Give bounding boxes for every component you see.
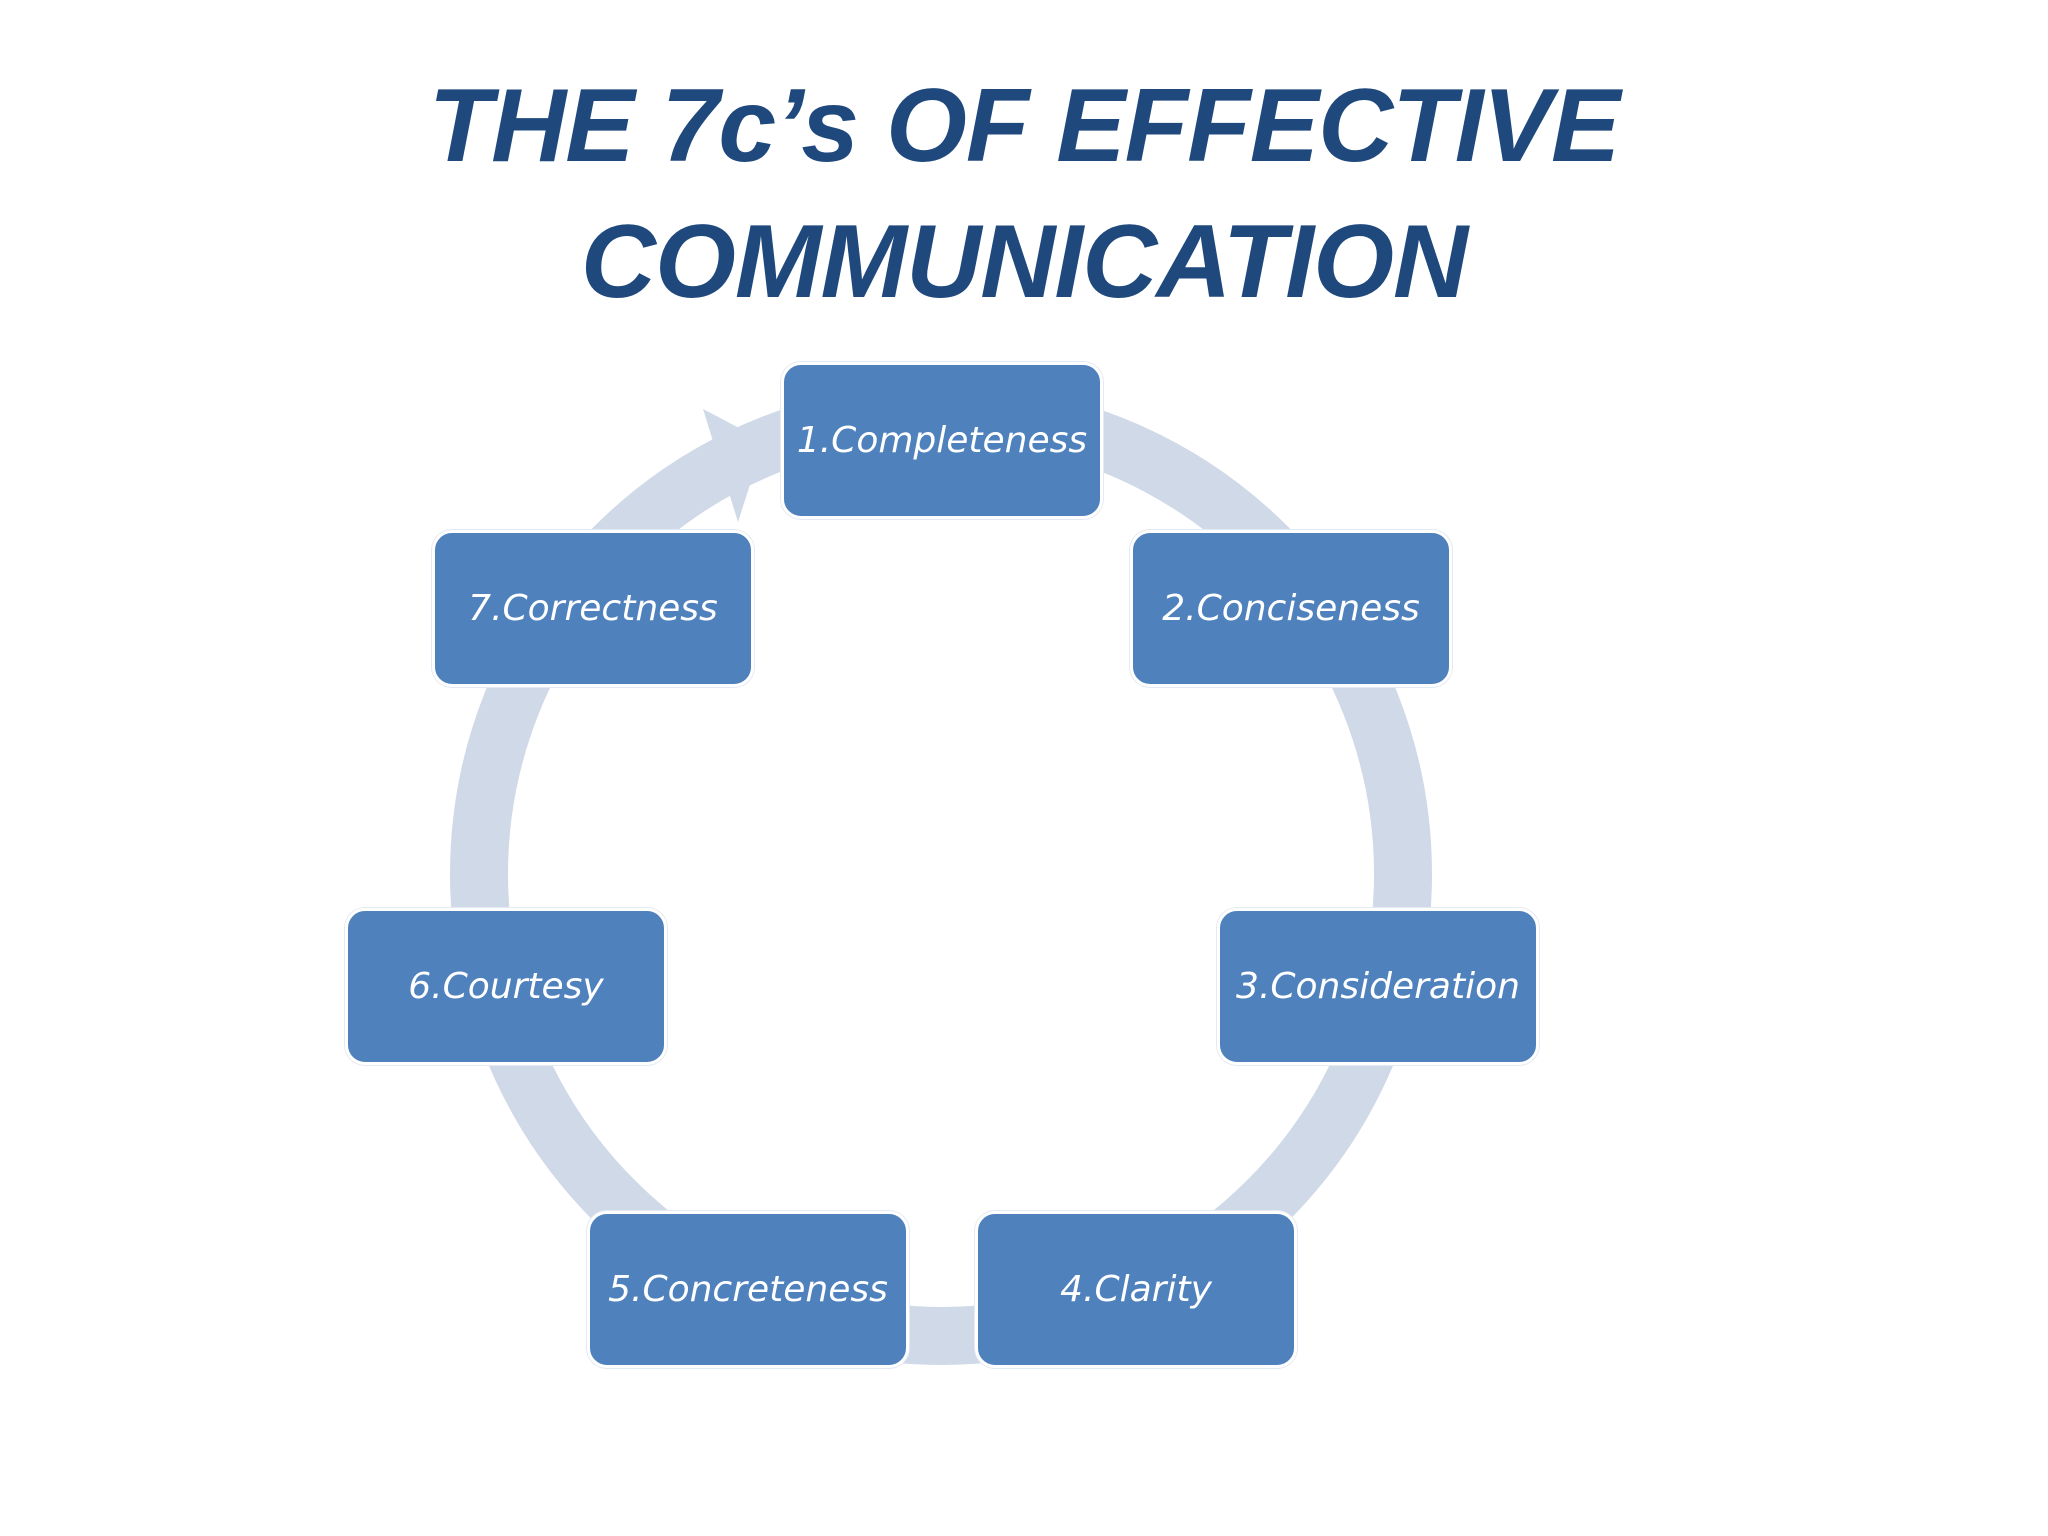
cycle-arrow-head-icon [703, 409, 764, 522]
cycle-node-label: 4.Clarity [1060, 1269, 1212, 1310]
cycle-node-label: 3.Consideration [1236, 966, 1520, 1007]
cycle-node-label: 2.Conciseness [1162, 588, 1420, 629]
cycle-node-conciseness: 2.Conciseness [1130, 530, 1452, 687]
cycle-node-label: 6.Courtesy [408, 966, 604, 1007]
title-line-1: THE 7c’s OF EFFECTIVE [428, 68, 1621, 184]
cycle-node-courtesy: 6.Courtesy [345, 908, 667, 1065]
cycle-node-label: 5.Concreteness [608, 1269, 888, 1310]
cycle-node-label: 7.Correctness [468, 588, 718, 629]
cycle-node-consideration: 3.Consideration [1217, 908, 1539, 1065]
cycle-node-clarity: 4.Clarity [975, 1211, 1297, 1368]
cycle-node-correctness: 7.Correctness [432, 530, 754, 687]
cycle-node-label: 1.Completeness [796, 420, 1088, 461]
cycle-node-completeness: 1.Completeness [781, 362, 1103, 519]
title-line-2: COMMUNICATION [580, 204, 1468, 320]
cycle-node-concreteness: 5.Concreteness [587, 1211, 909, 1368]
